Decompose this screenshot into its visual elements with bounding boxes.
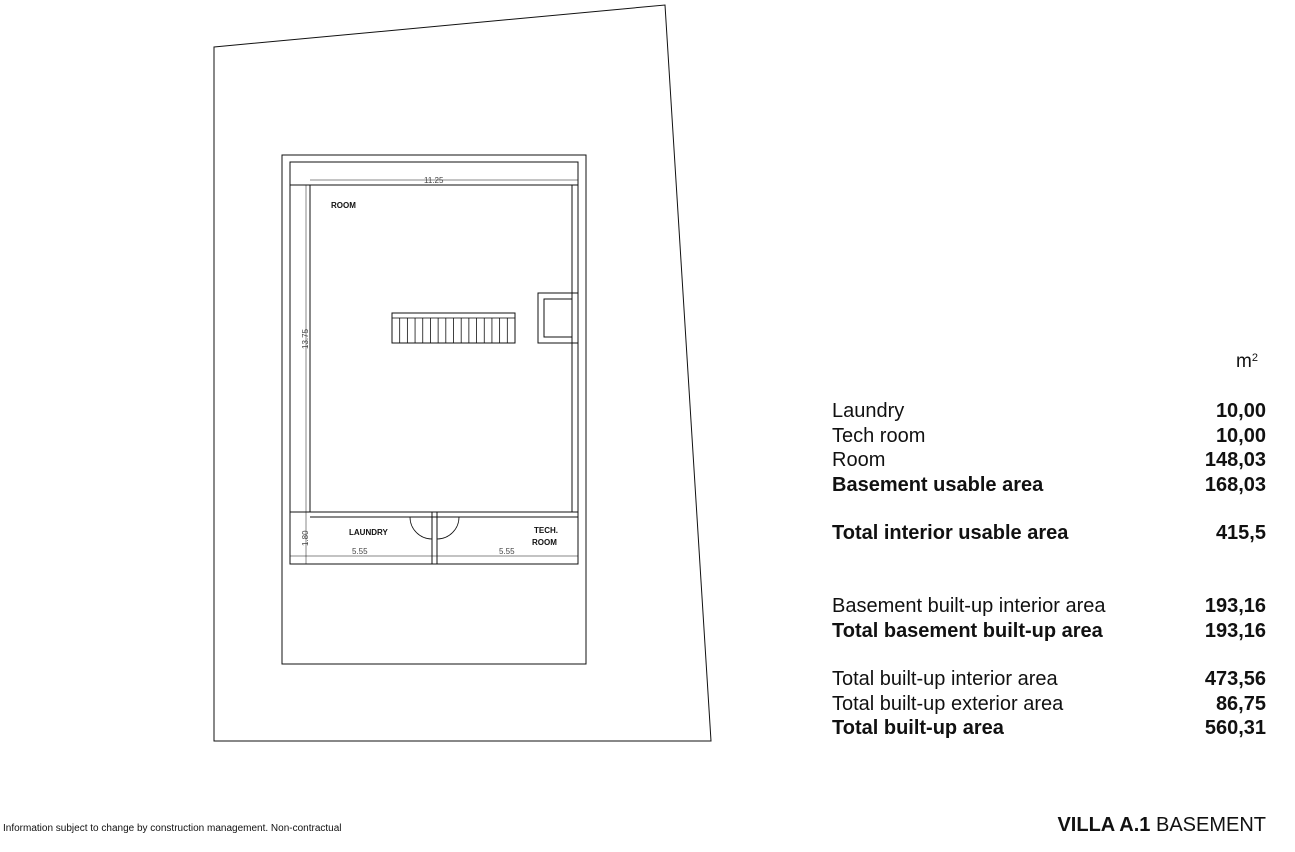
- building-outline: [281, 154, 587, 665]
- room-label: ROOM: [331, 201, 356, 210]
- dimension-strip-height: 1.80: [301, 530, 310, 546]
- stairs: [391, 312, 516, 344]
- disclaimer-text: Information subject to change by constru…: [3, 823, 342, 834]
- dimension-width: 11.25: [424, 176, 444, 185]
- dimension-height: 13.75: [301, 328, 310, 349]
- plot-boundary: [213, 4, 712, 742]
- floor-plan: ROOM LAUNDRY TECH. ROOM 11.25 13.75 1.80…: [213, 4, 712, 742]
- laundry-label: LAUNDRY: [349, 528, 388, 537]
- tech-room-label-line2: ROOM: [532, 538, 557, 547]
- dimension-tech-width: 5.55: [499, 547, 515, 556]
- elevator-shaft: [537, 292, 579, 344]
- door-swing-tech: [436, 516, 460, 540]
- area-unit: m2: [1236, 351, 1258, 372]
- door-swing-laundry: [409, 516, 433, 540]
- dimension-laundry-width: 5.55: [352, 547, 368, 556]
- tech-room-label-line1: TECH.: [534, 526, 558, 535]
- basement-outer-wall: [289, 161, 579, 565]
- plan-title: VILLA A.1 BASEMENT: [1057, 814, 1266, 836]
